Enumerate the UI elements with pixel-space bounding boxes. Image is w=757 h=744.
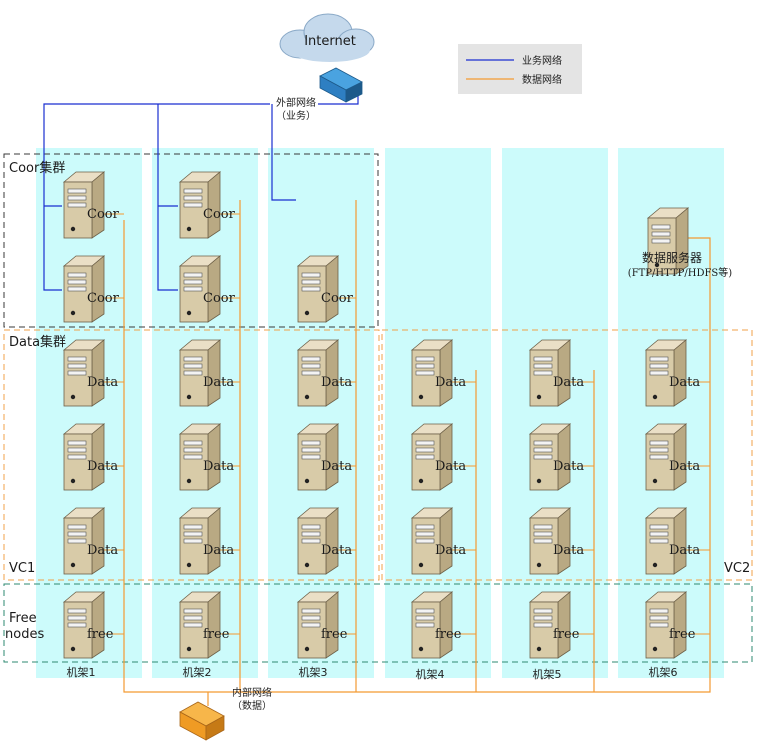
rack-label: 机架1 [67, 665, 96, 679]
server-data-icon: Data [297, 339, 352, 407]
free-nodes-box [3, 583, 753, 663]
server-label: Data [203, 459, 234, 474]
rack-label: 机架2 [183, 665, 212, 679]
server-label: Data [203, 543, 234, 558]
data-cluster-label: Data集群 [9, 334, 66, 350]
coor-cluster-box [3, 153, 379, 328]
server-label: free [87, 627, 114, 642]
business-rack3 [271, 104, 296, 201]
server-free-icon: free [529, 591, 580, 659]
server-label: free [435, 627, 462, 642]
server-data-icon: Data [645, 339, 700, 407]
rack-label: 机架4 [416, 667, 445, 681]
server-data-icon: Data [179, 339, 234, 407]
server-coor-icon: Coor [297, 255, 354, 323]
server-label: Data [669, 459, 700, 474]
server-free-icon: free [411, 591, 462, 659]
legend-data-label: 数据网络 [522, 73, 562, 86]
server-coor-icon: Coor [179, 255, 236, 323]
server-label: Data [321, 459, 352, 474]
server-label: Data [553, 543, 584, 558]
server-label: Data [669, 543, 700, 558]
server-free-icon: free [63, 591, 114, 659]
server-data-icon: Data [63, 423, 118, 491]
server-label: Coor [87, 207, 120, 222]
coor-cluster-label: Coor集群 [9, 160, 65, 176]
internal-network-label: 内部网络 [232, 686, 272, 699]
server-data-icon: Data [645, 507, 700, 575]
server-data-icon: Data [179, 507, 234, 575]
external-network-label: 外部网络 [276, 96, 316, 109]
data-server-label: 数据服务器 [642, 250, 702, 265]
server-data-icon: Data [179, 423, 234, 491]
server-label: free [321, 627, 348, 642]
server-data-icon: Data [63, 339, 118, 407]
server-label: Data [321, 375, 352, 390]
server-label: Coor [203, 207, 236, 222]
data-server-sublabel: (FTP/HTTP/HDFS等) [628, 266, 732, 279]
server-free-icon: free [179, 591, 230, 659]
rack-5 [502, 148, 608, 678]
internet-label: Internet [304, 34, 356, 49]
free-nodes-label-line2: nodes [5, 627, 44, 642]
server-label: Data [435, 543, 466, 558]
server-data-icon: Data [63, 507, 118, 575]
server-coor-icon: Coor [179, 171, 236, 239]
server-label: free [553, 627, 580, 642]
vc2-box [381, 329, 753, 581]
server-data-icon: Data [529, 339, 584, 407]
vc2-label: VC2 [724, 561, 750, 576]
server-label: Data [435, 459, 466, 474]
server-label: Coor [203, 291, 236, 306]
server-free-icon: free [297, 591, 348, 659]
server-coor-icon: Coor [63, 171, 120, 239]
server-label: Coor [87, 291, 120, 306]
internal-switch-icon [179, 701, 225, 741]
rack-4 [385, 148, 491, 678]
external-switch-icon [319, 67, 363, 103]
server-data-icon: Data [411, 339, 466, 407]
legend-business-label: 业务网络 [522, 54, 562, 67]
server-data-icon: Data [529, 423, 584, 491]
server-data-icon: Data [411, 423, 466, 491]
rack-label: 机架6 [649, 665, 678, 679]
vc1-box [3, 329, 380, 581]
business-trunk [43, 103, 270, 291]
external-network-sublabel: （业务） [276, 109, 316, 122]
server-data-icon: Data [297, 423, 352, 491]
internet-cloud-icon: Internet [279, 13, 375, 62]
server-label: Data [321, 543, 352, 558]
rack-label: 机架3 [299, 665, 328, 679]
server-label: Data [435, 375, 466, 390]
server-free-icon: free [645, 591, 696, 659]
server-label: Data [87, 543, 118, 558]
rack-label: 机架5 [533, 667, 562, 681]
free-nodes-label-line1: Free [9, 611, 37, 626]
server-label: Data [553, 375, 584, 390]
legend-box [458, 44, 582, 94]
server-label: Coor [321, 291, 354, 306]
server-data-icon: Data [411, 507, 466, 575]
server-data-icon: Data [529, 507, 584, 575]
server-label: Data [87, 459, 118, 474]
business-rack2 [157, 104, 178, 291]
server-label: free [203, 627, 230, 642]
vc1-label: VC1 [9, 561, 35, 576]
internal-network-sublabel: （数据） [232, 699, 272, 712]
server-label: Data [553, 459, 584, 474]
server-label: free [669, 627, 696, 642]
server-data-icon: Data [297, 507, 352, 575]
server-label: Data [669, 375, 700, 390]
server-data-icon: Data [645, 423, 700, 491]
data-bus [123, 220, 711, 693]
server-label: Data [87, 375, 118, 390]
server-coor-icon: Coor [63, 255, 120, 323]
server-label: Data [203, 375, 234, 390]
